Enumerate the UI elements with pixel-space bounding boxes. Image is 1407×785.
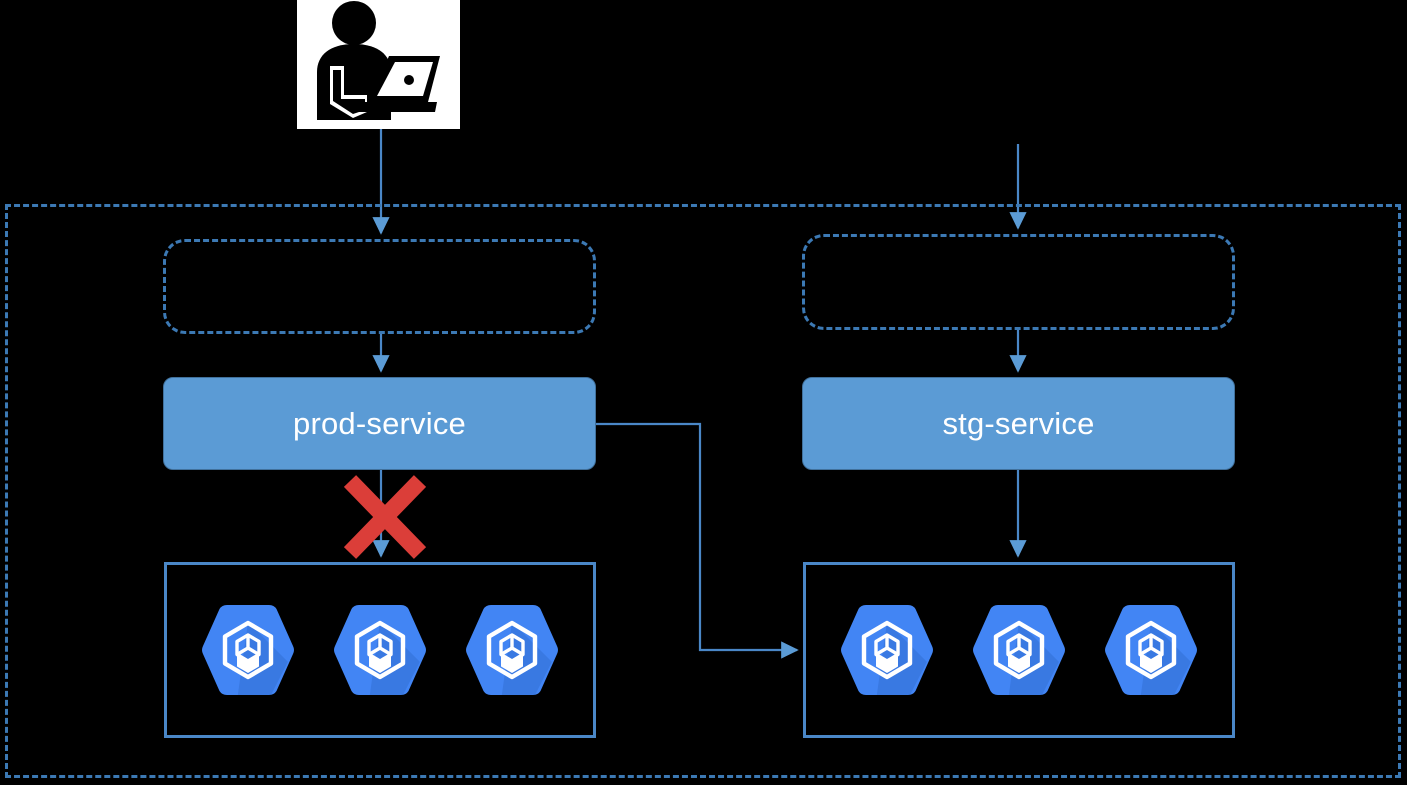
kubernetes-pod-icon[interactable] — [197, 599, 299, 701]
prod-pods-group[interactable] — [164, 562, 596, 738]
stg-service-label: stg-service — [942, 405, 1095, 441]
prod-service-box[interactable]: prod-service — [163, 377, 596, 470]
kubernetes-pod-icon[interactable] — [329, 599, 431, 701]
stg-pods-group[interactable] — [803, 562, 1235, 738]
kubernetes-pod-icon[interactable] — [1100, 599, 1202, 701]
kubernetes-pod-icon[interactable] — [836, 599, 938, 701]
prod-ingress-box[interactable] — [163, 239, 596, 334]
kubernetes-pod-icon[interactable] — [461, 599, 563, 701]
kubernetes-pod-icon[interactable] — [968, 599, 1070, 701]
cluster-boundary — [5, 204, 1401, 778]
prod-service-label: prod-service — [293, 405, 466, 441]
stg-service-box[interactable]: stg-service — [802, 377, 1235, 470]
stg-ingress-box[interactable] — [802, 234, 1235, 330]
red-x-icon — [341, 474, 429, 560]
user-at-laptop-icon — [297, 0, 460, 129]
